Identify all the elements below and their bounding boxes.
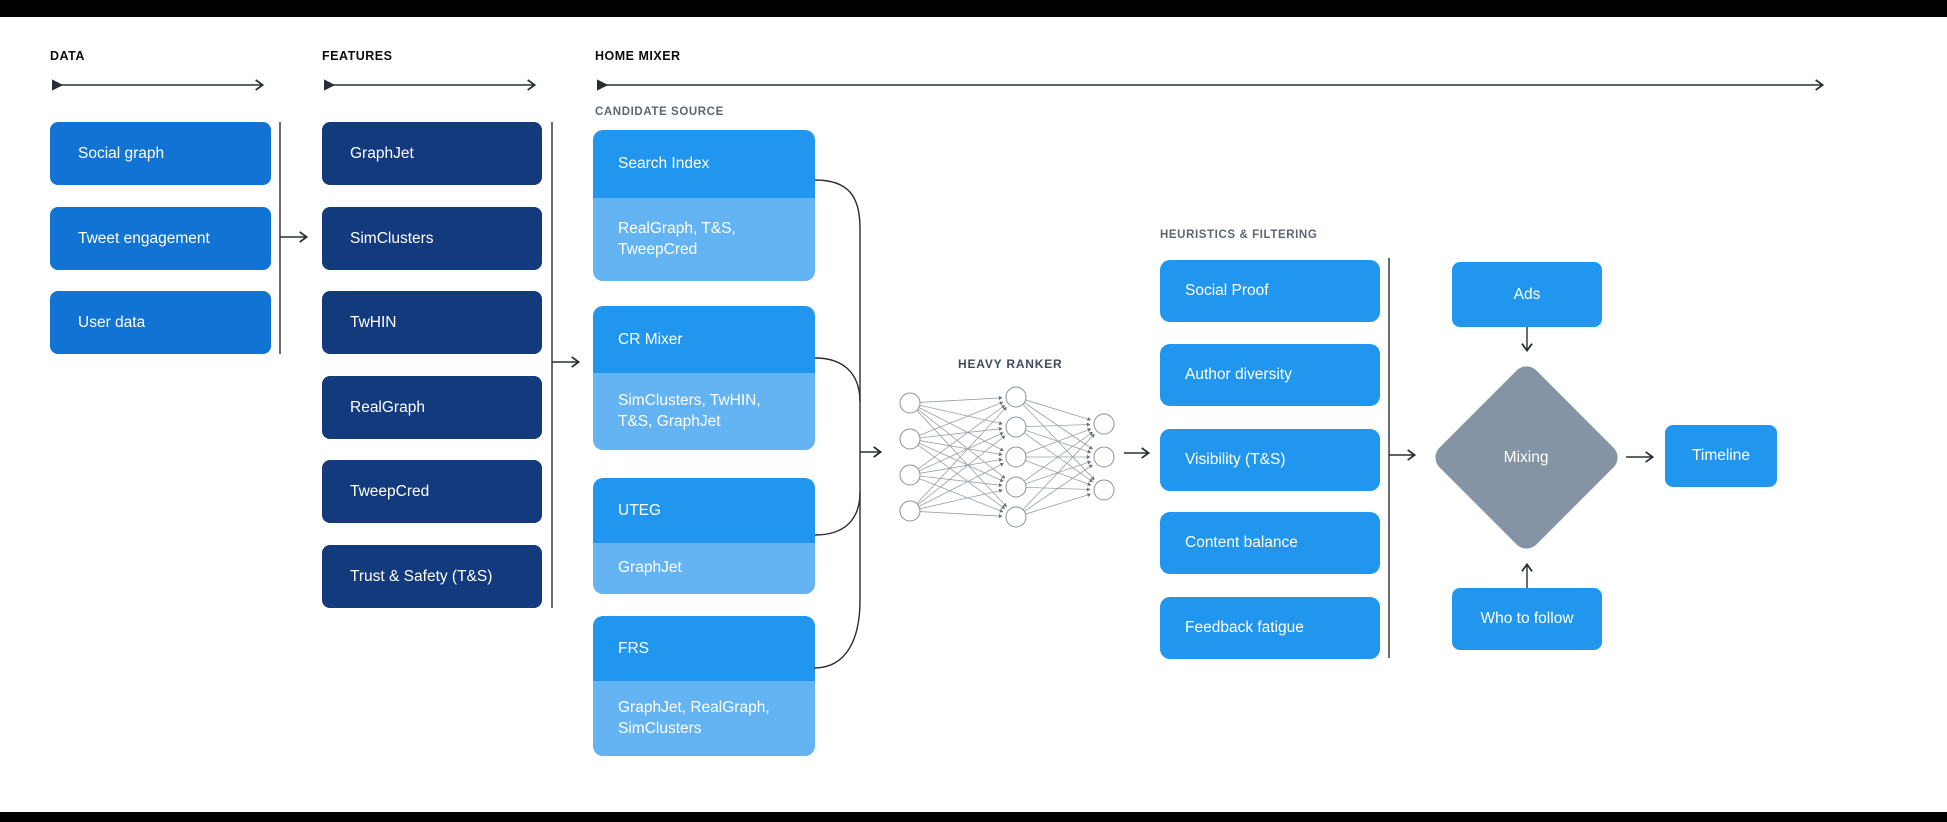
candidate-sub-uteg: GraphJet <box>593 543 815 594</box>
candidate-source-label: CANDIDATE SOURCE <box>595 106 724 118</box>
ranker-neuron <box>1093 446 1115 468</box>
ads-box: Ads <box>1452 262 1602 327</box>
heuristic-box-visibility: Visibility (T&S) <box>1160 429 1380 491</box>
candidate-header-cr-mixer: CR Mixer <box>593 306 815 373</box>
candidate-group-search-index: Search Index RealGraph, T&S, TweepCred <box>593 130 815 281</box>
uteg-branch <box>814 491 861 536</box>
candidate-header-frs: FRS <box>593 616 815 681</box>
feature-box-realgraph: RealGraph <box>322 376 542 439</box>
bottom-black-bar <box>0 812 1947 822</box>
heuristic-box-author-diversity: Author diversity <box>1160 344 1380 406</box>
home-mixer-section-label: HOME MIXER <box>595 49 681 63</box>
features-section-label: FEATURES <box>322 49 393 63</box>
ranker-neuron <box>899 428 921 450</box>
ranker-neuron <box>1005 506 1027 528</box>
ranker-neuron <box>1005 386 1027 408</box>
feature-box-trust-safety: Trust & Safety (T&S) <box>322 545 542 608</box>
feature-box-twhin: TwHIN <box>322 291 542 354</box>
data-box-user-data: User data <box>50 291 271 354</box>
ranker-neuron <box>1093 413 1115 435</box>
candidate-sub-cr-mixer: SimClusters, TwHIN, T&S, GraphJet <box>593 373 815 450</box>
heavy-ranker-network <box>899 386 1115 528</box>
ranker-neuron <box>1005 476 1027 498</box>
heuristic-box-content-balance: Content balance <box>1160 512 1380 574</box>
heavy-ranker-label: HEAVY RANKER <box>958 357 1063 371</box>
cr-mixer-branch <box>814 357 861 403</box>
top-black-bar <box>0 0 1947 17</box>
data-section-label: DATA <box>50 49 85 63</box>
candidate-header-uteg: UTEG <box>593 478 815 543</box>
ranker-neuron <box>1005 446 1027 468</box>
heuristic-box-feedback-fatigue: Feedback fatigue <box>1160 597 1380 659</box>
heuristics-filtering-label: HEURISTICS & FILTERING <box>1160 229 1318 241</box>
feature-box-graphjet: GraphJet <box>322 122 542 185</box>
ranker-neuron <box>899 464 921 486</box>
candidate-group-uteg: UTEG GraphJet <box>593 478 815 594</box>
ranker-neuron <box>899 500 921 522</box>
candidate-header-search-index: Search Index <box>593 130 815 198</box>
ranker-neuron <box>1005 416 1027 438</box>
candidates-collector-trunk <box>813 179 861 669</box>
candidate-sub-frs: GraphJet, RealGraph, SimClusters <box>593 681 815 756</box>
feature-box-simclusters: SimClusters <box>322 207 542 270</box>
heuristic-box-social-proof: Social Proof <box>1160 260 1380 322</box>
candidate-group-frs: FRS GraphJet, RealGraph, SimClusters <box>593 616 815 756</box>
data-box-tweet-engagement: Tweet engagement <box>50 207 271 270</box>
data-box-social-graph: Social graph <box>50 122 271 185</box>
candidate-group-cr-mixer: CR Mixer SimClusters, TwHIN, T&S, GraphJ… <box>593 306 815 450</box>
timeline-box: Timeline <box>1665 425 1777 487</box>
ranker-neuron <box>899 392 921 414</box>
who-to-follow-box: Who to follow <box>1452 588 1602 650</box>
ranker-neuron <box>1093 479 1115 501</box>
feature-box-tweepcred: TweepCred <box>322 460 542 523</box>
candidate-sub-search-index: RealGraph, T&S, TweepCred <box>593 198 815 281</box>
